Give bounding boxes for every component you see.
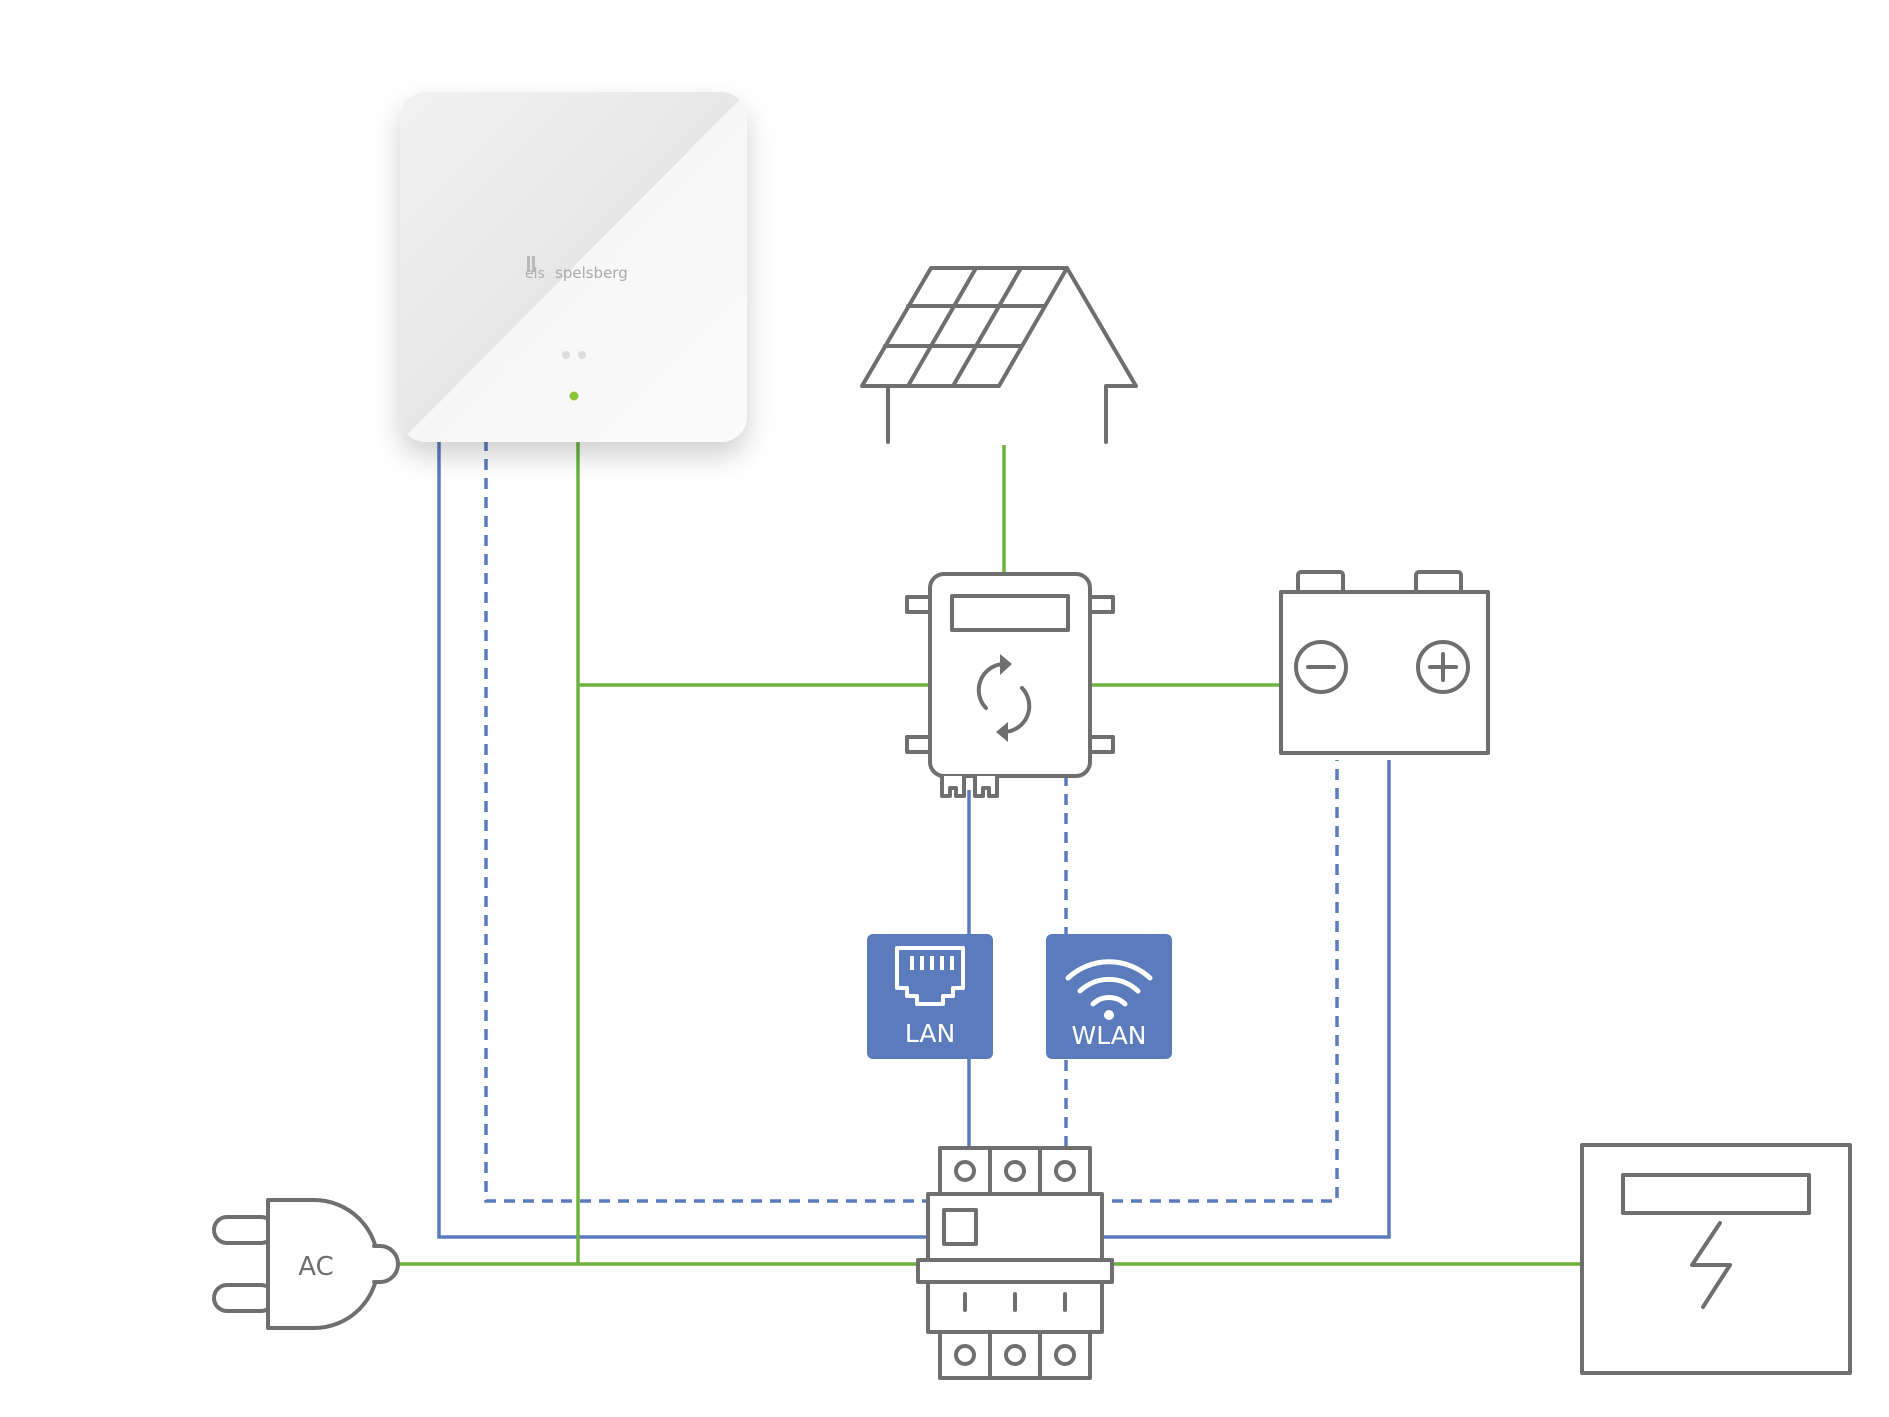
ac-plug-icon: AC — [212, 1198, 400, 1330]
wallbox-status-led — [569, 391, 579, 401]
battery-icon — [1279, 570, 1490, 755]
circuit-breaker-icon — [916, 1146, 1114, 1380]
connection-lines — [395, 440, 1582, 1266]
ac-label: AC — [298, 1252, 333, 1282]
inverter-icon — [905, 572, 1115, 798]
dashed-line-wallbox-battery — [484, 440, 1339, 1203]
wallbox-brand-mark: els — [525, 266, 545, 282]
battery-minus-terminal — [1294, 640, 1348, 694]
data-line-wallbox-battery — [437, 440, 1391, 1239]
wallbox-logo: els spelsberg — [525, 256, 628, 282]
wifi-dot — [1104, 1010, 1114, 1020]
lan-label: LAN — [905, 1019, 955, 1048]
ethernet-port-icon — [895, 946, 965, 1006]
wallbox-indicator-dot — [578, 351, 586, 359]
solar-house-icon — [860, 266, 1138, 444]
power-meter-icon — [1580, 1143, 1852, 1375]
refresh-icon — [976, 654, 1032, 742]
wlan-badge: WLAN — [1046, 934, 1172, 1059]
battery-plus-terminal — [1416, 640, 1470, 694]
wlan-label: WLAN — [1071, 1021, 1146, 1050]
wallbox-indicator-dot — [562, 351, 570, 359]
wallbox-device: els spelsberg — [400, 92, 747, 442]
lightning-icon — [1690, 1221, 1732, 1309]
wifi-icon — [1065, 959, 1153, 1007]
lan-badge: LAN — [867, 934, 993, 1059]
wallbox-brand-text: spelsberg — [555, 264, 628, 282]
